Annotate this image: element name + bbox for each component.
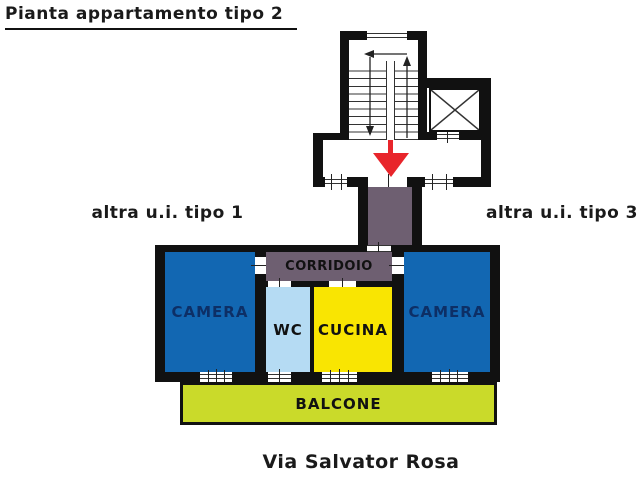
elevator-door xyxy=(437,132,459,140)
adjacent-unit-label-right: altra u.i. tipo 3 xyxy=(485,203,638,223)
window-tick xyxy=(208,370,209,384)
room-camera-left: CAMERA xyxy=(165,252,255,372)
wall xyxy=(392,252,404,372)
page-title: Pianta appartamento tipo 2 xyxy=(5,2,298,30)
door-to-unit-left xyxy=(325,177,347,187)
door-to-unit-right xyxy=(425,177,453,187)
wall xyxy=(313,133,340,140)
door-tick xyxy=(378,242,379,255)
adjacent-unit-label-left: altra u.i. tipo 1 xyxy=(91,203,244,223)
entry-opening xyxy=(368,177,407,187)
wall xyxy=(255,252,266,372)
door-tick xyxy=(279,278,280,290)
door-tick xyxy=(447,129,448,143)
window-tick xyxy=(330,370,331,384)
window-tick xyxy=(457,370,458,384)
room-label: CAMERA xyxy=(171,303,249,321)
stair-direction-arrow-icon xyxy=(364,50,411,138)
room-wc: WC xyxy=(266,287,310,372)
room-corridoio: CORRIDOIO xyxy=(266,252,392,281)
room-balcone: BALCONE xyxy=(180,382,497,425)
window-camera-right xyxy=(432,372,468,382)
room-label: CUCINA xyxy=(318,320,388,339)
door-tick xyxy=(331,174,332,190)
room-label: BALCONE xyxy=(295,394,382,413)
wall xyxy=(481,78,491,187)
door-tick xyxy=(342,278,343,290)
wall xyxy=(427,78,491,88)
street-label: Via Salvator Rosa xyxy=(262,451,460,473)
wall xyxy=(418,31,427,140)
window-tick xyxy=(348,370,349,384)
door-tick xyxy=(389,265,407,266)
elevator-shaft-icon xyxy=(429,88,481,132)
stair-stringer xyxy=(386,61,395,140)
wall xyxy=(358,187,368,252)
wall xyxy=(490,245,500,382)
window-tick xyxy=(279,369,280,389)
wall xyxy=(155,245,500,252)
entry-direction-arrow-icon xyxy=(373,140,409,177)
door-tick xyxy=(251,265,269,266)
wall xyxy=(155,245,165,382)
stairwell-window xyxy=(367,31,407,40)
door-tick xyxy=(341,174,342,190)
room-label: WC xyxy=(273,320,303,339)
window-tick xyxy=(440,370,441,384)
wall xyxy=(313,133,323,187)
door-tick xyxy=(388,174,389,190)
room-vestibule xyxy=(368,187,412,245)
room-cucina: CUCINA xyxy=(314,287,392,372)
room-camera-right: CAMERA xyxy=(404,252,490,372)
window-tick xyxy=(224,370,225,384)
door-tick xyxy=(432,174,433,190)
room-label: CORRIDOIO xyxy=(285,259,373,274)
apartment-entry-door xyxy=(367,245,391,252)
wall xyxy=(310,287,314,372)
room-label: CAMERA xyxy=(408,303,486,321)
wall xyxy=(412,187,422,252)
wall xyxy=(340,31,349,140)
door-tick xyxy=(446,174,447,190)
